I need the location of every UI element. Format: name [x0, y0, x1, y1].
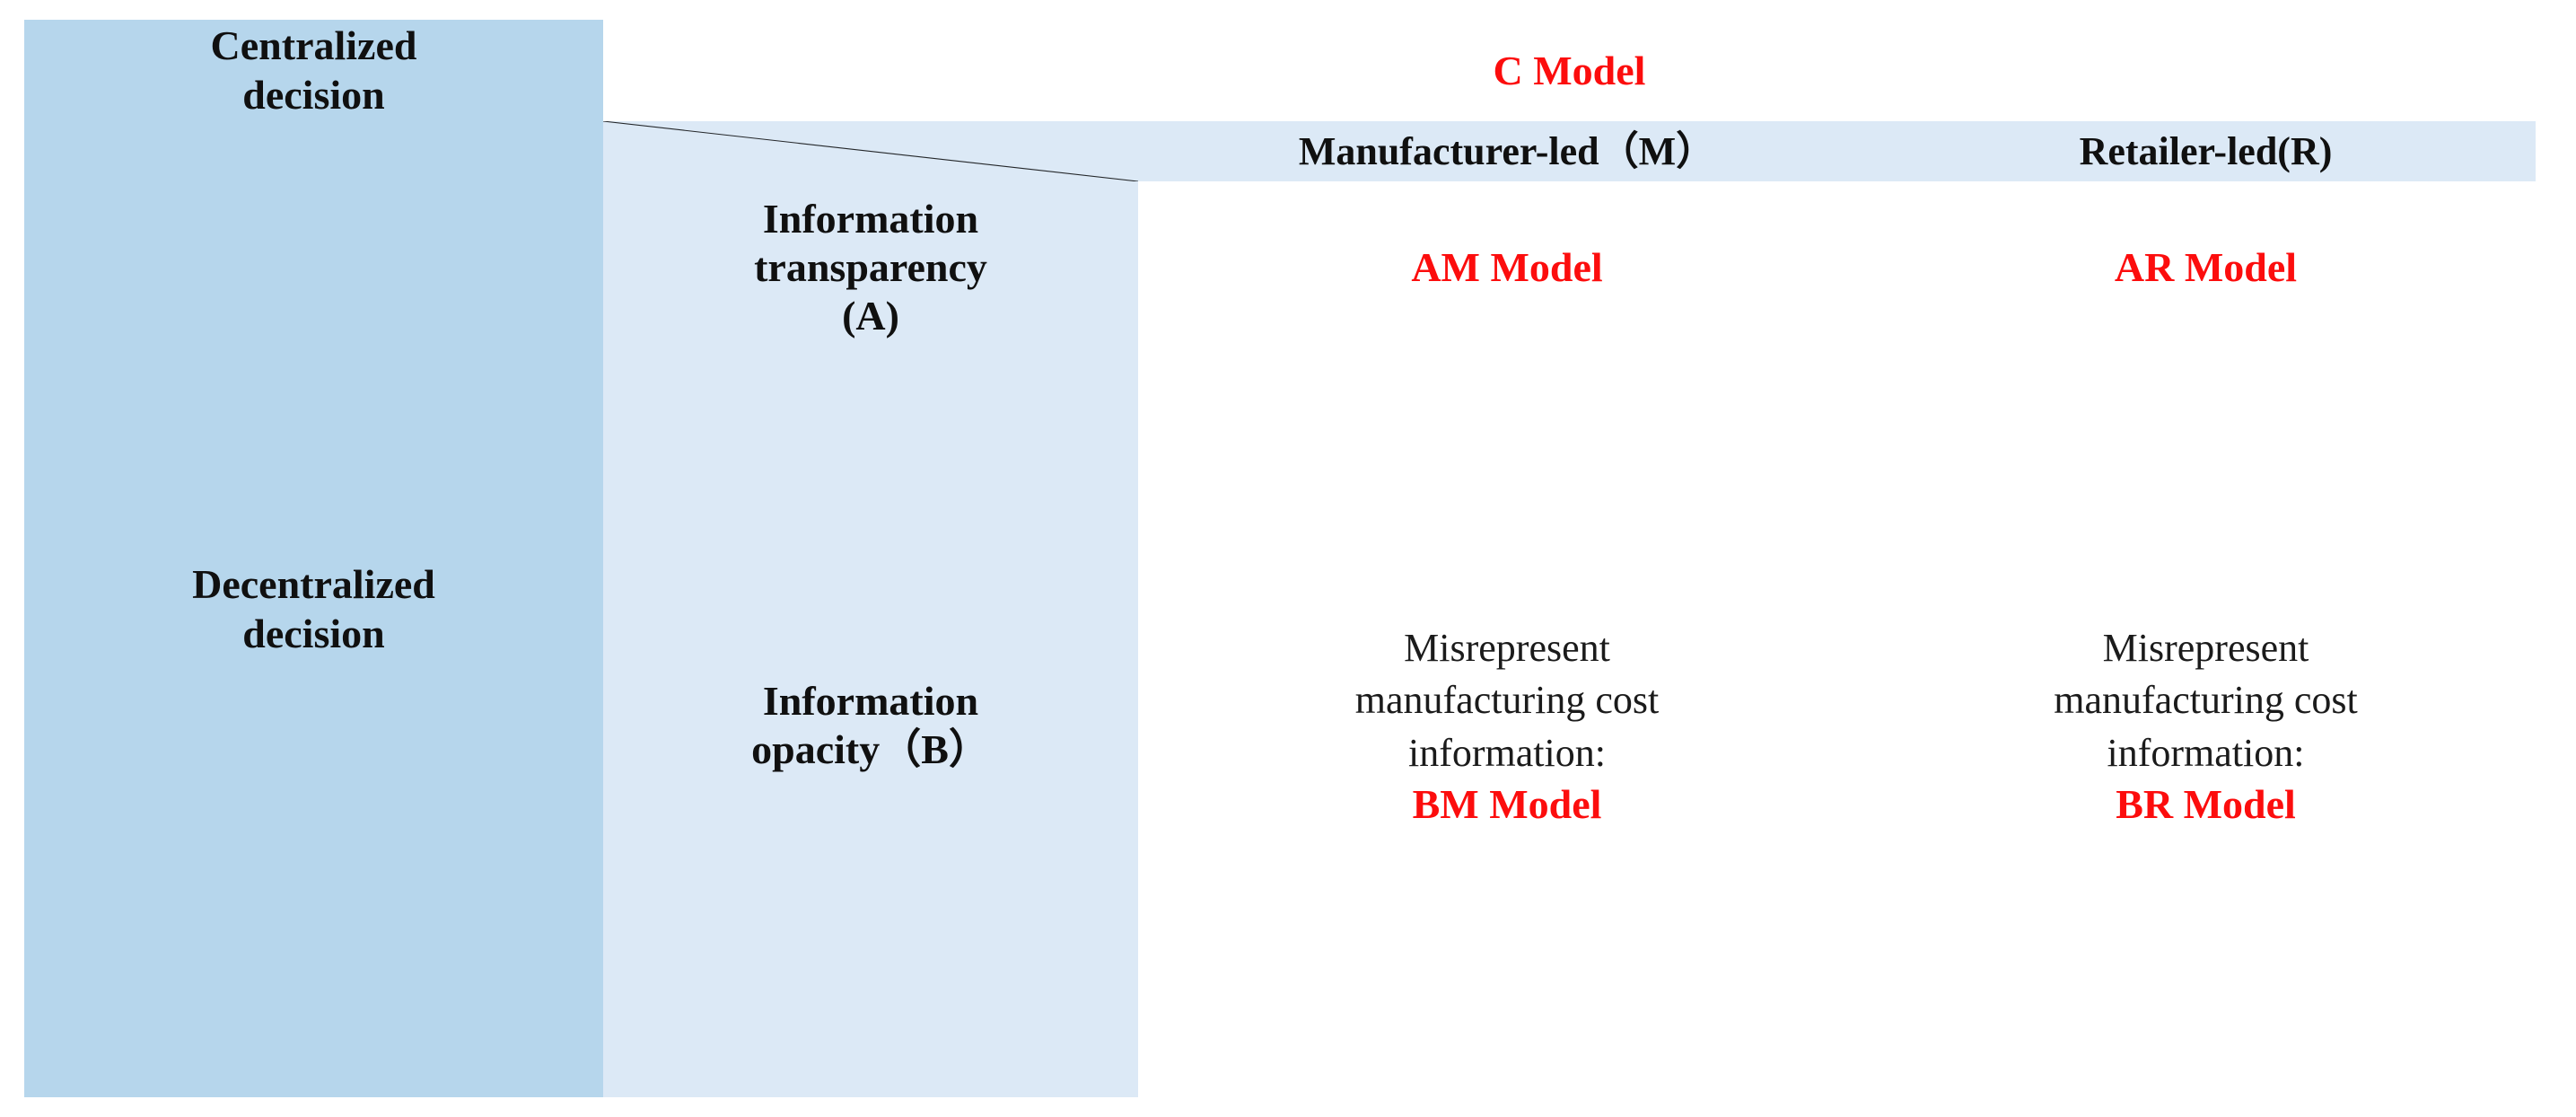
am-model-label: AM Model	[1411, 244, 1603, 291]
table-row: Information transparency (A) AM Model AR…	[24, 181, 2536, 354]
cell-information-opacity-label: Information opacity（B）	[603, 354, 1138, 1097]
bm-desc-line1: Misrepresent	[1404, 625, 1610, 670]
retailer-led-header-label: Retailer-led(R)	[2079, 128, 2333, 173]
info-transparency-line1: Information	[762, 195, 979, 242]
info-transparency-line3: (A)	[842, 293, 899, 339]
cell-ar-model: AR Model	[1876, 181, 2536, 354]
bm-desc-line2: manufacturing cost	[1354, 678, 1660, 723]
cell-am-model: AM Model	[1138, 181, 1876, 354]
table-row: Decentralized decision Manufacturer-led（…	[24, 121, 2536, 1097]
cell-header-manufacturer-led: Manufacturer-led（M）	[1138, 121, 1876, 181]
bm-desc-line3: information:	[1408, 730, 1606, 775]
cell-information-transparency-label: Information transparency (A)	[603, 181, 1138, 354]
cell-bm-model: Misrepresent manufacturing cost informat…	[1138, 354, 1876, 1097]
decentralized-label-line1: Decentralized	[192, 561, 435, 608]
centralized-label-line1: Centralized	[210, 22, 417, 69]
ar-model-label: AR Model	[2114, 244, 2298, 291]
cell-centralized-decision-label: Centralized decision	[24, 20, 603, 121]
decentralized-label-line2: decision	[242, 610, 385, 656]
cell-centralized-model: C Model	[603, 20, 2536, 121]
table-row: Information opacity（B） Misrepresent manu…	[24, 354, 2536, 1097]
br-desc-line3: information:	[2107, 730, 2305, 775]
manufacturer-led-header-label: Manufacturer-led（M）	[1298, 128, 1716, 173]
info-opacity-line2: opacity（B）	[751, 726, 990, 772]
bm-model-label: BM Model	[1412, 781, 1602, 828]
comparison-table: Centralized decision C Model Decentraliz…	[24, 20, 2536, 1097]
cell-header-retailer-led: Retailer-led(R)	[1876, 121, 2536, 181]
cell-br-model: Misrepresent manufacturing cost informat…	[1876, 354, 2536, 1097]
info-opacity-line1: Information	[762, 677, 979, 724]
centralized-label-line2: decision	[242, 71, 385, 118]
diagonal-line-icon	[603, 121, 1138, 181]
cell-diagonal-header	[603, 121, 1138, 181]
info-transparency-line2: transparency	[754, 243, 987, 290]
cell-decentralized-decision-label: Decentralized decision	[24, 121, 603, 1097]
br-desc-line1: Misrepresent	[2102, 625, 2309, 670]
c-model-label: C Model	[1493, 47, 1646, 93]
table-row: Centralized decision C Model	[24, 20, 2536, 121]
br-desc-line2: manufacturing cost	[2054, 678, 2358, 723]
br-model-label: BR Model	[2116, 781, 2296, 828]
